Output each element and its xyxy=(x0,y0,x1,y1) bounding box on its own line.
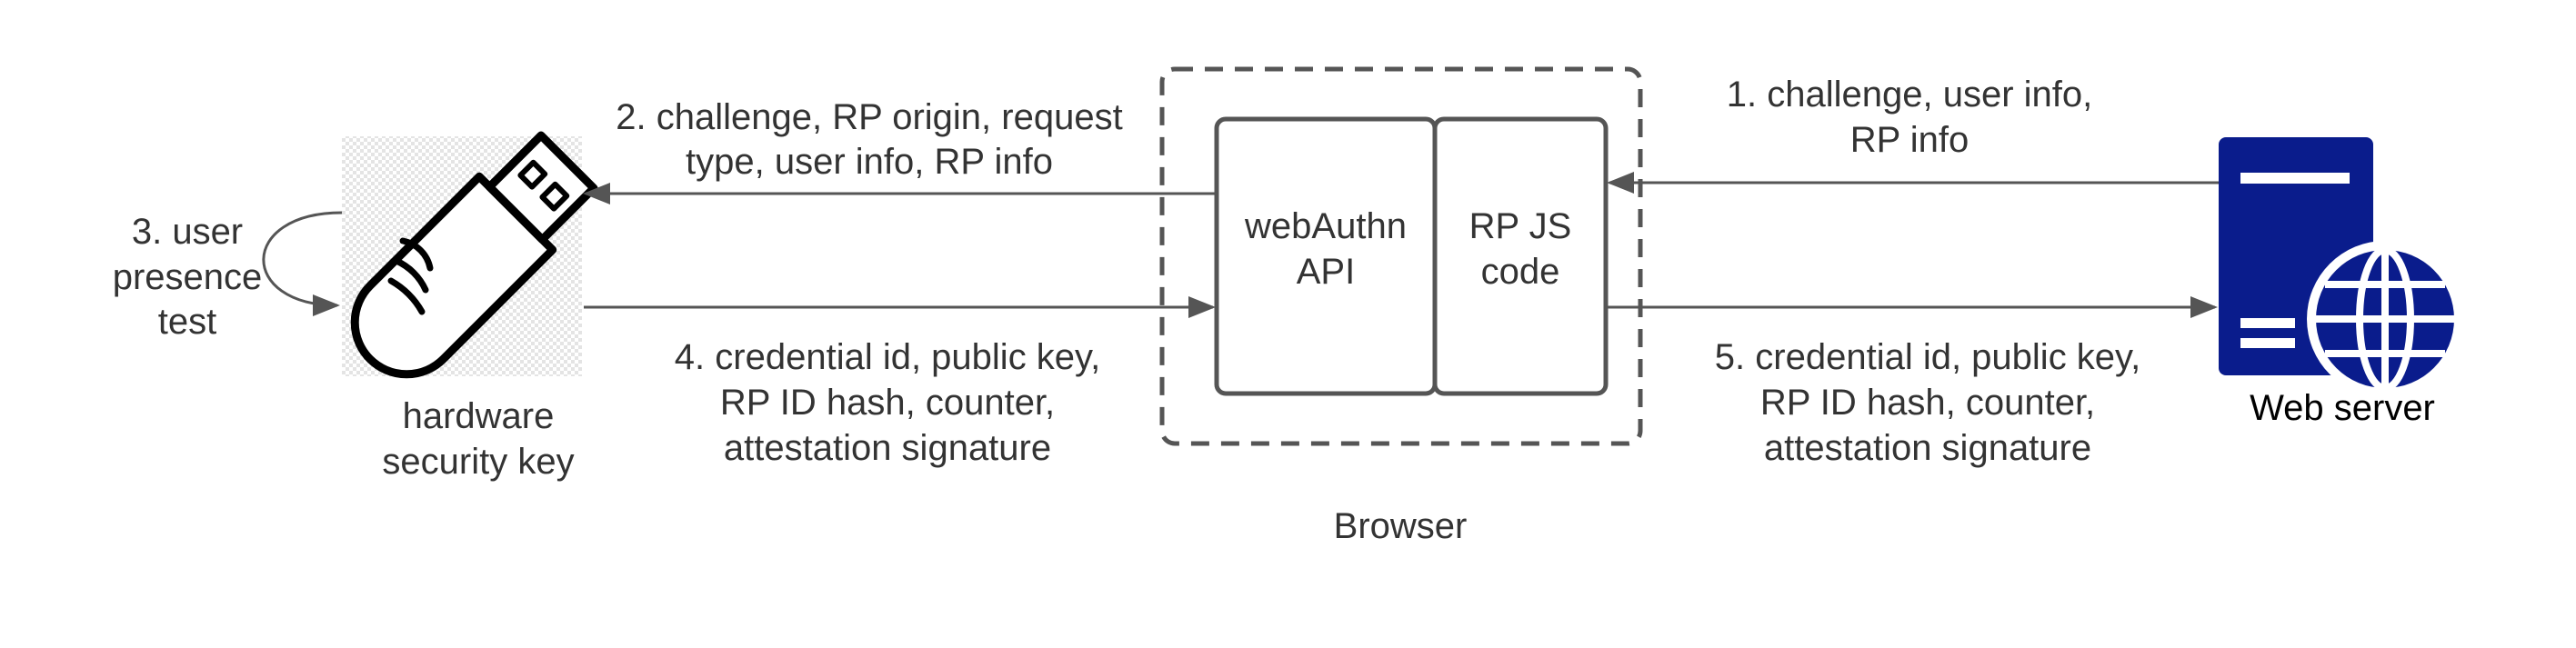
step5-label: 5. credential id, public key, RP ID hash… xyxy=(1715,337,2140,468)
arrow-step3 xyxy=(262,211,343,316)
step2-label-line: type, user info, RP info xyxy=(686,142,1053,182)
step5-label-line: RP ID hash, counter, xyxy=(1760,383,2095,423)
rp-js-code-label-line: code xyxy=(1481,252,1560,292)
step3-label: 3. user presence test xyxy=(113,212,263,342)
step1-label-line: 1. challenge, user info, xyxy=(1727,75,2092,115)
step3-label-line: test xyxy=(158,302,216,342)
step4-label-line: RP ID hash, counter, xyxy=(720,383,1055,423)
security-key-label-line: hardware xyxy=(403,396,555,436)
webauthn-api-label-line: API xyxy=(1297,252,1355,292)
web-server-label: Web server xyxy=(2250,388,2435,428)
step5-label-line: attestation signature xyxy=(1764,428,2091,468)
security-key-label: hardware security key xyxy=(382,396,574,482)
step3-label-line: 3. user xyxy=(132,212,243,252)
browser-label: Browser xyxy=(1334,506,1468,546)
step4-label-line: attestation signature xyxy=(724,428,1051,468)
step3-label-line: presence xyxy=(113,257,263,297)
browser-boundary xyxy=(1159,66,1643,446)
step1-label-line: RP info xyxy=(1850,120,1969,160)
step2-label: 2. challenge, RP origin, request type, u… xyxy=(616,97,1122,182)
webauthn-api-label-line: webAuthn xyxy=(1244,206,1407,246)
rp-js-code-label: RP JS code xyxy=(1469,206,1572,292)
step5-label-line: 5. credential id, public key, xyxy=(1715,337,2140,377)
step1-label: 1. challenge, user info, RP info xyxy=(1727,75,2092,160)
usb-security-key-icon xyxy=(342,131,598,379)
rp-js-code-box xyxy=(1432,116,1609,396)
step4-label-line: 4. credential id, public key, xyxy=(675,337,1100,377)
rp-js-code-label-line: RP JS xyxy=(1469,206,1572,246)
webauthn-api-label: webAuthn API xyxy=(1244,206,1407,292)
step4-label: 4. credential id, public key, RP ID hash… xyxy=(675,337,1100,468)
step2-label-line: 2. challenge, RP origin, request xyxy=(616,97,1122,137)
server-globe-icon xyxy=(2219,137,2463,397)
security-key-label-line: security key xyxy=(382,442,574,482)
